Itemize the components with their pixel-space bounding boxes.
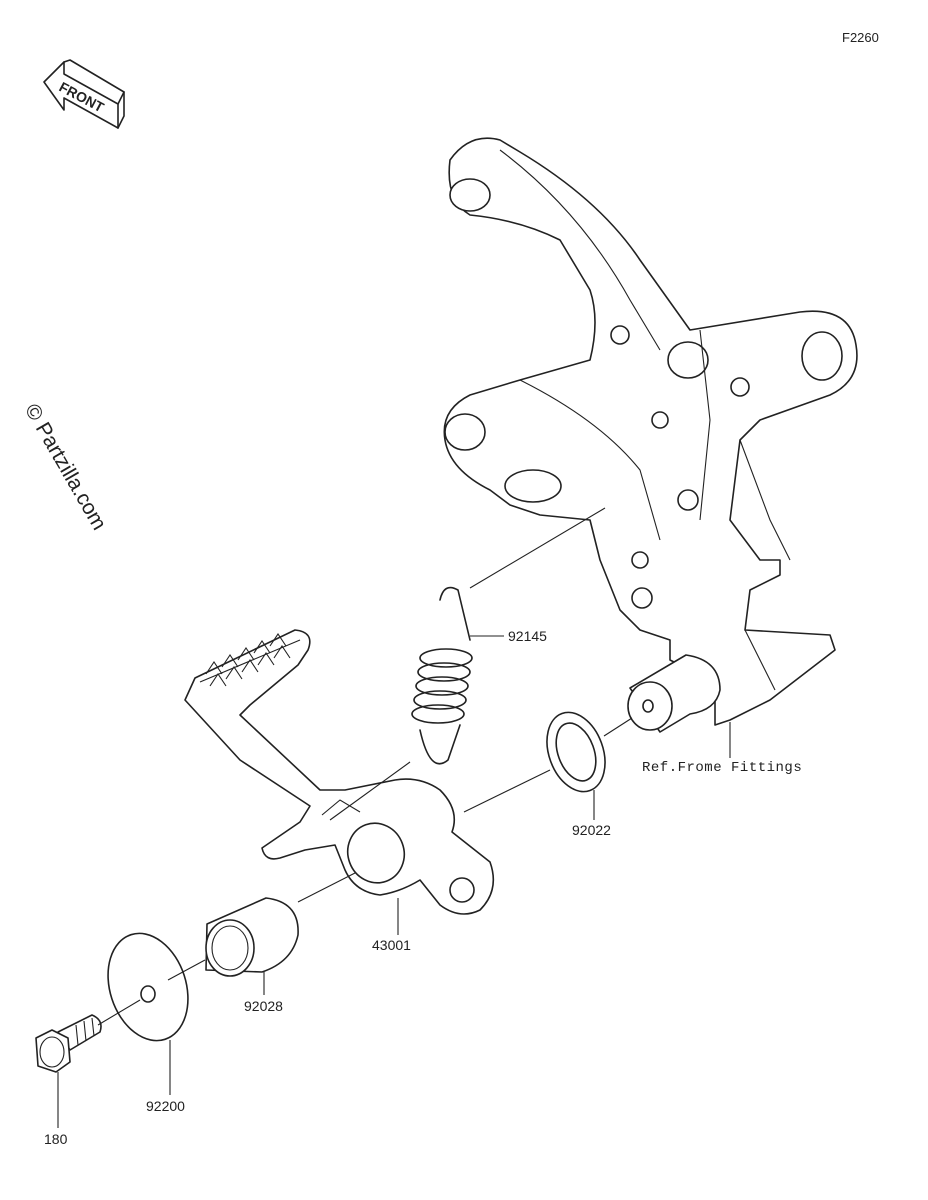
frame-bracket <box>443 137 858 726</box>
pivot-pin <box>627 654 721 733</box>
spring <box>411 586 473 765</box>
part-number-180: 180 <box>44 1131 68 1147</box>
part-number-92145: 92145 <box>508 628 547 644</box>
front-arrow-icon: FRONT <box>43 59 125 129</box>
reference-label: Ref.Frome Fittings <box>642 760 802 776</box>
bolt <box>35 1014 102 1073</box>
part-number-92022: 92022 <box>572 822 611 838</box>
part-number-43001: 43001 <box>372 937 411 953</box>
washer-92022 <box>546 711 606 793</box>
part-number-92200: 92200 <box>146 1098 185 1114</box>
washer-92200 <box>107 932 189 1042</box>
brake-pedal <box>184 629 495 915</box>
figure-code: F2260 <box>842 30 879 45</box>
part-number-92028: 92028 <box>244 998 283 1014</box>
bushing <box>205 897 299 977</box>
leader-lines <box>57 507 731 1128</box>
